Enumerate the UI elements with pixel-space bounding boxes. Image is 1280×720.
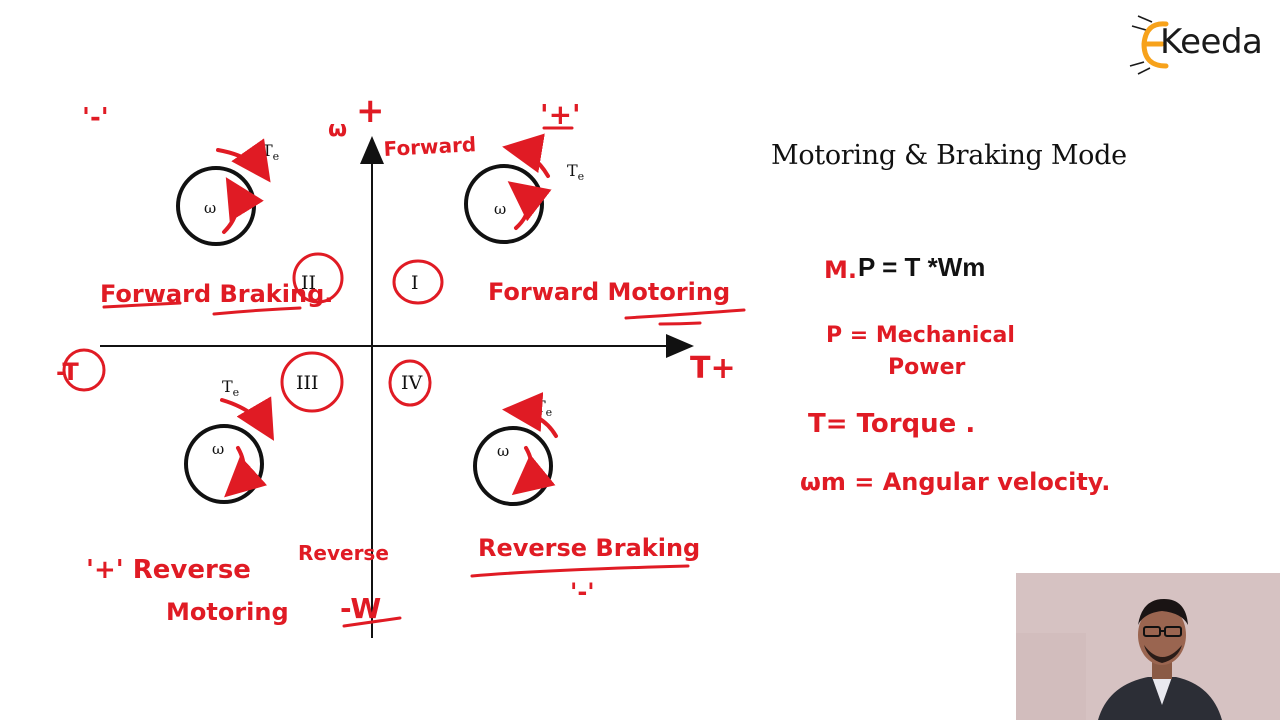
rotation-arrow-q2	[222, 177, 264, 234]
handwritten-annotations: '-' ω + Forward '+' Forward Braking. For…	[56, 91, 1110, 626]
omega-label-q1: ω	[494, 200, 506, 218]
motoring-underline	[624, 308, 746, 320]
rotation-arrow-q4	[511, 446, 556, 496]
minus-quote-top: '-'	[82, 103, 109, 133]
ekeeda-logo	[1129, 15, 1169, 75]
webcam-overlay	[1016, 573, 1280, 720]
t-definition: T= Torque .	[808, 409, 975, 439]
p-definition-line2: Power	[888, 355, 965, 380]
quadrant-4-circle	[388, 359, 432, 407]
axes	[100, 136, 694, 638]
quadrant-1-circle	[392, 259, 444, 305]
torque-arrow-q3	[220, 396, 275, 441]
minus-quote-bottom: '-'	[570, 578, 595, 606]
forward-braking-label: Forward Braking.	[100, 280, 333, 308]
torque-plus-label: T+	[690, 351, 736, 386]
omega-labels: ω ω ω ω	[204, 199, 509, 460]
quadrant-circles	[62, 252, 444, 413]
braking-underline	[212, 306, 302, 316]
torque-arrow-q4	[502, 392, 558, 438]
mp-prefix: M.	[824, 256, 857, 284]
omega-label-q2: ω	[204, 199, 216, 217]
power-formula: P = T *Wm	[858, 252, 986, 282]
p-definition-line1: P = Mechanical	[826, 323, 1015, 348]
forward-label: Forward	[383, 132, 477, 161]
reverse-braking-label: Reverse Braking	[478, 534, 700, 562]
quadrant-2-label: II	[301, 272, 316, 294]
quadrant-3-circle	[280, 351, 344, 413]
motoring-underline-2	[658, 321, 702, 326]
axis-omega-label: ω	[328, 117, 347, 142]
torque-arrow-q2	[216, 138, 271, 183]
minus-torque-label: -T	[56, 358, 79, 386]
minus-w-label: -W	[340, 592, 381, 625]
motor-circle-q4	[473, 426, 553, 506]
torque-label-q1: Te	[567, 161, 584, 183]
forward-motoring-label: Forward Motoring	[488, 278, 730, 306]
forward-underline	[102, 301, 182, 309]
reverse-top-label: Reverse	[298, 541, 389, 565]
motor-circle-q3	[184, 424, 264, 504]
presenter-video	[1016, 573, 1280, 720]
rotation-arrow-q3	[224, 446, 268, 498]
plus-quote: '+'	[540, 98, 581, 131]
logo-text: Keeda	[1160, 22, 1263, 62]
underlines	[102, 126, 746, 628]
rotation-arrows	[216, 133, 558, 498]
minus-torque-circle	[62, 348, 106, 392]
wm-definition: ωm = Angular velocity.	[800, 468, 1110, 496]
torque-label-q3: Te	[222, 377, 239, 399]
rotation-arrow-q1	[507, 181, 552, 230]
reverse-motoring-label: Motoring	[166, 598, 289, 626]
quadrant-2-circle	[292, 252, 344, 304]
reverse-braking-underline	[470, 564, 690, 578]
omega-label-q3: ω	[212, 440, 224, 458]
quadrant-3-label: III	[296, 372, 319, 394]
plus-top: +	[356, 91, 385, 131]
torque-arrow-q1	[502, 133, 550, 178]
plus-reverse-label: '+' Reverse	[86, 555, 251, 585]
quadrant-4-label: IV	[401, 372, 423, 394]
quadrant-labels: I II III IV	[296, 272, 423, 394]
omega-label-q4: ω	[497, 442, 509, 460]
minus-w-underline	[342, 616, 402, 628]
slide-title: Motoring & Braking Mode	[771, 140, 1127, 171]
torque-label-q2: Te	[262, 141, 279, 163]
quadrant-1-label: I	[411, 272, 419, 294]
